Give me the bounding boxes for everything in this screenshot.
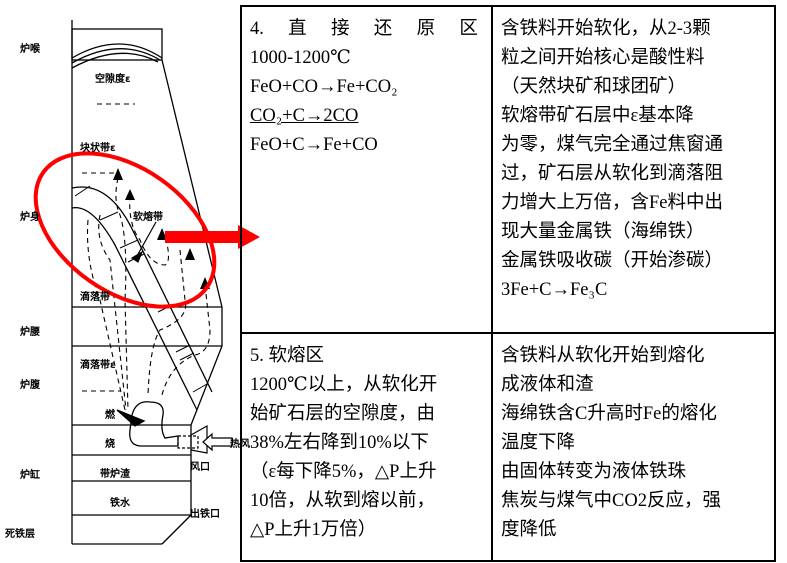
label-combustion-2: 烧 (105, 437, 115, 450)
title-part: 直 (288, 19, 307, 39)
furnace-outline (71, 20, 223, 545)
title-part: 还 (373, 19, 393, 39)
label-zone-slag: 带炉渣 (100, 467, 131, 480)
temperature-range: 1000-1200℃ (250, 48, 351, 68)
description-line: （天然块矿和球团矿） (501, 77, 687, 97)
zone-line: 10倍，从软到熔以前， (250, 491, 436, 511)
row-divider (242, 332, 774, 334)
description-line: 由固体转变为液体铁珠 (501, 462, 687, 482)
description-line: 3Fe+C→Fe₃C (501, 280, 608, 300)
equation: CO₂+C→2CO (250, 106, 359, 126)
label-throat: 炉喉 (20, 42, 41, 55)
equation: FeO+CO→Fe+CO₂ (250, 77, 398, 97)
tuyere (177, 424, 233, 454)
label-waist: 炉腰 (20, 325, 40, 338)
label-hot-metal: 铁水 (110, 496, 131, 509)
label-bosh: 炉腹 (20, 378, 41, 391)
description-line: 金属铁吸收碳（开始渗碳） (501, 251, 724, 271)
description-line: 过，矿石层从软化到滴落阻 (501, 164, 724, 184)
description-line: 成液体和渣 (501, 375, 594, 395)
highlight-ellipse (33, 151, 217, 309)
description-line: 力增大上万倍，含Fe料中出 (501, 193, 724, 213)
description-line: 含铁料从软化开始到熔化 (501, 346, 705, 366)
arrow-shaft (165, 231, 240, 243)
zone-table: 4. 直 接 还 原 区 1000-1200℃ FeO+CO→Fe+CO₂ CO… (240, 5, 776, 562)
description-line: 焦炭与煤气中CO2反应，强 (501, 491, 721, 511)
red-arrow-icon (238, 225, 260, 249)
label-voidage: 空隙度ε (95, 72, 131, 85)
equation: FeO+C→Fe+CO (250, 135, 378, 155)
gas-flow-lines (82, 103, 211, 411)
zone-line: 始矿石层的空隙度，由 (250, 404, 436, 424)
description-line: 现大量金属铁（海绵铁） (501, 222, 705, 242)
title-part: 区 (459, 19, 478, 39)
title-part: 4. (250, 19, 264, 39)
description-line: 为零，煤气完全通过焦窗通 (501, 135, 724, 155)
cohesive-zone-pointer (130, 221, 157, 263)
zone-line: 5. 软熔区 (250, 346, 325, 366)
zone-line: （ε每下降5%，△P上升 (250, 462, 437, 482)
description-line: 软熔带矿石层中ε基本降 (501, 106, 694, 126)
label-hearth: 炉缸 (20, 468, 40, 481)
cell-direct-reduction-zone: 4. 直 接 还 原 区 1000-1200℃ FeO+CO→Fe+CO₂ CO… (242, 7, 491, 332)
description-line: 海绵铁含C升高时Fe的熔化 (501, 404, 717, 424)
label-tuyere: 风口 (190, 461, 210, 473)
zone-line: 1200℃以上，从软化开 (250, 375, 438, 395)
description-line: 温度下降 (501, 433, 576, 453)
cell-cohesive-zone: 5. 软熔区 1200℃以上，从软化开 始矿石层的空隙度，由 38%左右降到10… (242, 334, 491, 562)
label-deadman: 死铁层 (5, 527, 35, 540)
label-shaft: 炉身 (20, 210, 40, 223)
description-line: 含铁料开始软化，从2-3颗 (501, 19, 711, 39)
title-part: 接 (330, 19, 350, 39)
zone-line: 38%左右降到10%以下 (250, 433, 429, 453)
cell-cohesive-zone-description: 含铁料从软化开始到熔化 成液体和渣 海绵铁含C升高时Fe的熔化 温度下降 由固体… (493, 334, 776, 562)
label-taphole: 出铁口 (190, 507, 220, 520)
label-dripping-zone-2: 滴落带ε (80, 358, 116, 371)
cell-direct-reduction-description: 含铁料开始软化，从2-3颗 粒之间开始核心是酸性料 （天然块矿和球团矿） 软熔带… (493, 7, 776, 332)
description-line: 粒之间开始核心是酸性料 (501, 48, 705, 68)
label-dripping-zone: 滴落带 (80, 290, 110, 303)
label-lumpy-zone: 块状带ε (80, 141, 116, 154)
title-part: 原 (416, 19, 436, 39)
column-divider (491, 7, 493, 560)
label-cohesive-zone: 软熔带 (133, 210, 163, 223)
zone-title: 4. 直 接 还 原 区 (250, 15, 478, 44)
raceway (116, 401, 179, 447)
diagram-labels: 炉喉 空隙度ε 块状带ε 炉身 软熔带 滴落带 炉腰 滴落带ε 炉腹 燃 烧 带… (5, 42, 250, 540)
zone-line: △P上升1万倍） (250, 520, 377, 540)
highlight-annotation (33, 151, 260, 309)
description-line: 度降低 (501, 520, 557, 540)
label-combustion-1: 燃 (105, 408, 116, 421)
